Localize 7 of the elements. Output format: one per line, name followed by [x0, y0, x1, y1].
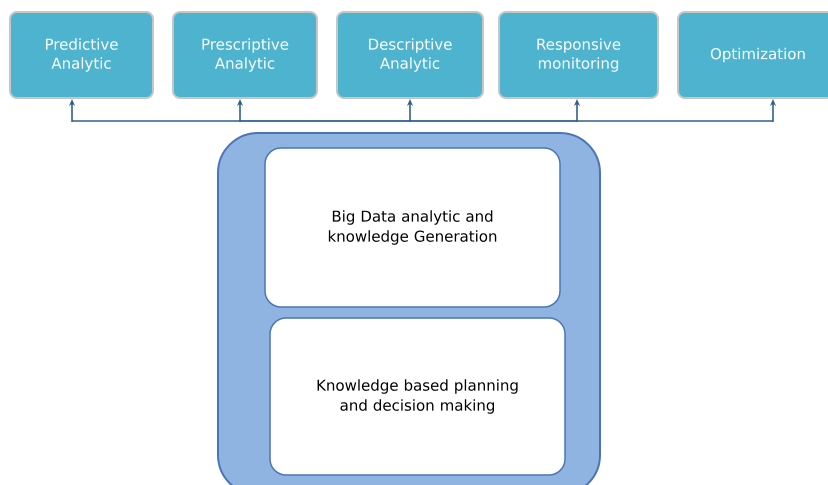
inner-box: Big Data analytic and knowledge Generation	[264, 147, 561, 308]
analytic-box: Descriptive Analytic	[336, 11, 484, 99]
analytic-box: Responsive monitoring	[498, 11, 659, 99]
inner-box: Knowledge based planning and decision making	[269, 317, 566, 476]
analytic-box: Prescriptive Analytic	[172, 11, 318, 99]
analytic-box: Optimization	[677, 11, 828, 99]
analytic-box: Predictive Analytic	[9, 11, 154, 99]
